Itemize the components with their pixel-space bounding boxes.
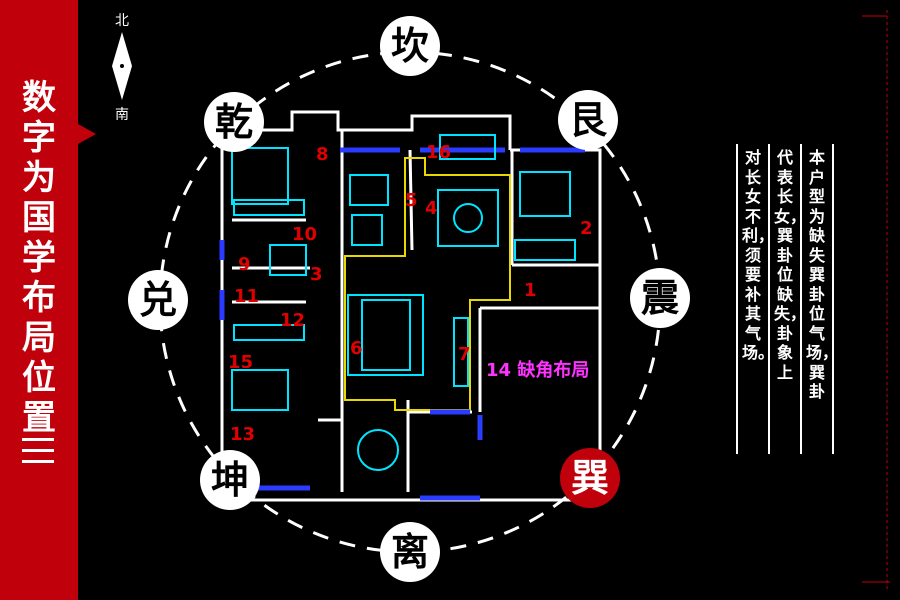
room-number-7: 7 xyxy=(458,344,471,365)
room-number-12: 12 xyxy=(280,310,305,331)
text-divider xyxy=(800,144,802,454)
gua-dui: 兑 xyxy=(128,270,188,330)
room-number-11: 11 xyxy=(234,286,259,307)
room-number-1: 1 xyxy=(524,280,537,301)
living-area-outline xyxy=(344,157,511,411)
room-number-3: 3 xyxy=(310,264,323,285)
room-number-9: 9 xyxy=(238,254,251,275)
description-column-1: 本户型为缺失巽卦位气场，巽卦 xyxy=(806,148,839,401)
description-column-2: 代表长女，巽卦位缺失，卦象上 xyxy=(774,148,807,382)
page-title: 数字为国学布局位置 xyxy=(22,78,56,438)
room-number-5: 5 xyxy=(405,190,418,211)
missing-corner-label: 14 缺角布局 xyxy=(486,359,589,381)
sidebar xyxy=(0,0,78,600)
room-number-6: 6 xyxy=(350,338,363,359)
gua-zhen: 震 xyxy=(630,268,690,328)
room-number-13: 13 xyxy=(230,424,255,445)
text-divider xyxy=(736,144,738,454)
menu-icon[interactable] xyxy=(22,438,54,466)
gua-qian: 乾 xyxy=(204,92,264,152)
sidebar-arrow xyxy=(78,124,96,144)
gua-kun: 坤 xyxy=(200,450,260,510)
room-number-16: 16 xyxy=(426,142,451,163)
gua-xun: 巽 xyxy=(560,448,620,508)
room-number-4: 4 xyxy=(425,198,438,219)
compass-south-label: 南 xyxy=(115,107,129,123)
text-divider xyxy=(768,144,770,454)
gua-gen: 艮 xyxy=(558,90,618,150)
room-number-2: 2 xyxy=(580,218,593,239)
gua-kan: 坎 xyxy=(380,16,440,76)
text-divider xyxy=(832,144,834,454)
gua-li: 离 xyxy=(380,522,440,582)
sidebar-title: 数字为国学布局位置 xyxy=(10,78,68,438)
description-column-3: 对长女不利，须要补其气场。 xyxy=(742,148,775,362)
room-number-10: 10 xyxy=(292,224,317,245)
compass-north-label: 北 xyxy=(115,13,129,29)
furniture xyxy=(231,134,576,471)
room-number-15: 15 xyxy=(228,352,253,373)
room-number-8: 8 xyxy=(316,144,329,165)
